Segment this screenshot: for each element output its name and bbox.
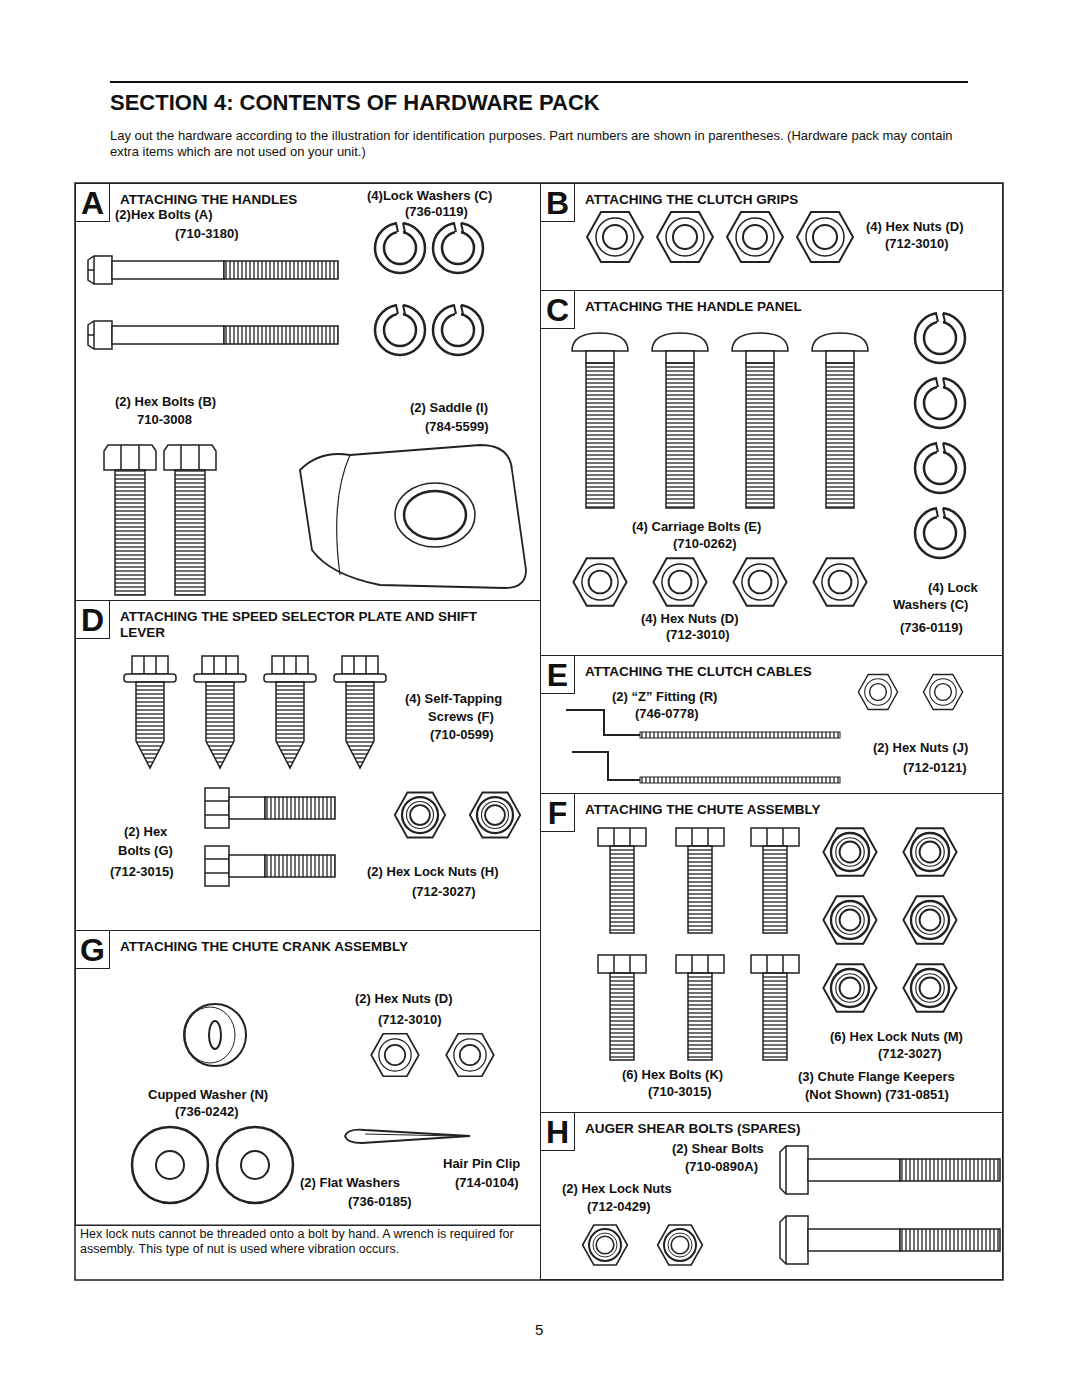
part-label: (4) Hex Nuts (D): [866, 219, 964, 235]
part-label: (Not Shown) (731-0851): [805, 1087, 949, 1103]
part-label: Cupped Washer (N): [148, 1087, 268, 1103]
part-label: (712-0121): [903, 760, 967, 776]
part-label: (710-0890A): [685, 1159, 758, 1175]
part-label: Washers (C): [893, 597, 968, 613]
part-label: (712-3010): [666, 627, 730, 643]
hardware-panel: AATTACHING THE HANDLES: [75, 183, 541, 601]
part-label: (712-3027): [878, 1046, 942, 1062]
part-label: (2) Hex: [124, 824, 167, 840]
panel-heading: ATTACHING THE HANDLE PANEL: [585, 299, 948, 315]
panel-letter: E: [541, 656, 575, 694]
part-label: (712-0429): [587, 1199, 651, 1215]
panel-letter: B: [541, 184, 575, 222]
part-label: (2) Shear Bolts: [672, 1141, 764, 1157]
panel-letter: F: [541, 794, 575, 832]
panel-letter: H: [541, 1113, 575, 1151]
part-label: (736-0242): [175, 1104, 239, 1120]
part-label: (4) Carriage Bolts (E): [632, 519, 761, 535]
part-label: (714-0104): [455, 1175, 519, 1191]
part-label: (6) Hex Bolts (K): [622, 1067, 723, 1083]
part-label: (712-3015): [110, 864, 174, 880]
part-label: (736-0119): [405, 204, 468, 220]
part-label: (2) Hex Bolts (B): [115, 394, 216, 410]
part-label: (2) Hex Lock Nuts (H): [367, 864, 498, 880]
part-label: (2) Hex Lock Nuts: [562, 1181, 672, 1197]
page-title: SECTION 4: CONTENTS OF HARDWARE PACK: [110, 90, 600, 116]
note-text: Hex lock nuts cannot be threaded onto a …: [80, 1227, 535, 1257]
part-label: (710-3180): [175, 226, 239, 242]
part-label: (2) Flat Washers: [300, 1175, 400, 1191]
part-label: (2) Saddle (I): [410, 400, 488, 416]
hardware-panel: F ATTACHING THE CHUTE ASSEMBLY: [540, 793, 1003, 1113]
note-text: Lay out the hardware according to the il…: [110, 128, 985, 159]
panel-heading: ATTACHING THE SPEED SELECTOR PLATE AND S…: [120, 609, 486, 641]
panel-letter: D: [76, 601, 110, 639]
part-label: (4)Lock Washers (C): [367, 188, 492, 204]
part-label: 710-3008: [137, 412, 192, 428]
panel-letter: G: [76, 931, 110, 969]
part-label: (2) Hex Nuts (J): [873, 740, 968, 756]
part-label: (710-0599): [430, 727, 494, 743]
part-label: (712-3010): [378, 1012, 442, 1028]
part-label: (746-0778): [635, 706, 699, 722]
panel-heading: ATTACHING THE CHUTE ASSEMBLY: [585, 802, 948, 818]
part-label: Screws (F): [428, 709, 494, 725]
part-label: (6) Hex Lock Nuts (M): [830, 1029, 963, 1045]
panel-heading: ATTACHING THE CLUTCH CABLES: [585, 664, 948, 680]
part-label: (4) Hex Nuts (D): [641, 611, 739, 627]
part-label: (4) Lock: [928, 580, 978, 596]
panel-heading: ATTACHING THE CHUTE CRANK ASSEMBLY: [120, 939, 486, 955]
part-label: (2) “Z” Fitting (R): [612, 689, 717, 705]
hardware-panel: D ATTACHING THE SPEED SELECTOR PLATE AND …: [75, 600, 541, 931]
part-label: (3) Chute Flange Keepers: [798, 1069, 955, 1085]
panel-heading: AUGER SHEAR BOLTS (SPARES): [585, 1121, 948, 1137]
part-label: (4) Self-Tapping: [405, 691, 502, 707]
part-label: (2)Hex Bolts (A): [115, 207, 213, 223]
note-text: 5: [535, 1321, 543, 1339]
part-label: (784-5599): [425, 419, 489, 435]
panel-letter: C: [541, 291, 575, 329]
part-label: Hair Pin Clip: [443, 1156, 520, 1172]
part-label: Bolts (G): [118, 843, 173, 859]
part-label: (2) Hex Nuts (D): [355, 991, 453, 1007]
panel-letter: A: [76, 184, 110, 222]
part-label: (710-3015): [648, 1084, 712, 1100]
part-label: (736-0185): [348, 1194, 412, 1210]
part-label: (710-0262): [673, 536, 737, 552]
panel-heading: ATTACHING THE CLUTCH GRIPS: [585, 192, 948, 208]
part-label: (712-3010): [885, 236, 949, 252]
part-label: (736-0119): [900, 620, 963, 636]
part-label: (712-3027): [412, 884, 476, 900]
